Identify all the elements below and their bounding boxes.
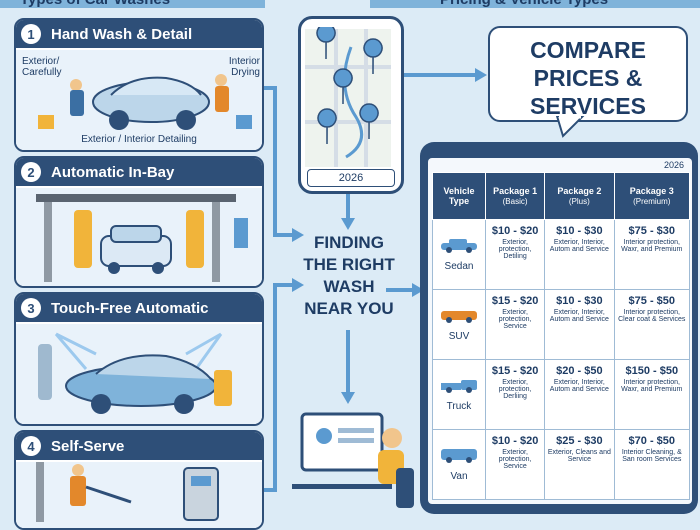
arrowhead-6 bbox=[412, 283, 424, 297]
compare-line-3: SERVICES bbox=[530, 93, 646, 119]
card-title: Self-Serve bbox=[51, 437, 125, 455]
card-illustration: Exterior/ Carefully Interior Drying Exte… bbox=[16, 50, 262, 150]
arrow-card4 bbox=[262, 283, 292, 492]
header-package-1: Package 1(Basic) bbox=[484, 172, 546, 220]
card-illustration bbox=[16, 324, 262, 424]
phone-year: 2026 bbox=[307, 169, 395, 187]
step-number: 1 bbox=[21, 24, 41, 44]
finding-line-4: NEAR YOU bbox=[304, 299, 394, 318]
compare-line-2: PRICES & bbox=[533, 65, 643, 91]
compare-callout: COMPARE PRICES & SERVICES bbox=[488, 26, 688, 122]
card-header: 4 Self-Serve bbox=[16, 432, 262, 460]
card-header: 2 Automatic In-Bay bbox=[16, 158, 262, 186]
flow-arrows bbox=[260, 68, 487, 492]
header-package-3: Package 3(Premium) bbox=[613, 172, 691, 220]
compare-line-1: COMPARE bbox=[530, 37, 646, 63]
card-touch-free: 3 Touch-Free Automatic bbox=[14, 292, 264, 426]
arrowhead-2 bbox=[292, 278, 304, 292]
arrowhead-4 bbox=[341, 392, 355, 404]
label-interior: Interior Drying bbox=[228, 56, 260, 78]
step-number: 2 bbox=[21, 162, 41, 182]
self-serve-wash-icon bbox=[36, 462, 219, 522]
card-self-serve: 4 Self-Serve bbox=[14, 430, 264, 530]
pricing-table: Vehicle Type Package 1(Basic) Package 2(… bbox=[432, 172, 691, 500]
header-vehicle: Vehicle Type bbox=[432, 172, 486, 220]
finding-text: FINDING THE RIGHT WASH NEAR YOU bbox=[290, 232, 408, 320]
header-strip-left bbox=[0, 0, 265, 8]
car-wash-people-icon bbox=[38, 74, 252, 130]
finding-line-3: WASH bbox=[323, 277, 375, 296]
tablet-year: 2026 bbox=[663, 160, 684, 170]
arrowhead-1 bbox=[292, 228, 304, 242]
header-title-right: Pricing & Vehicle Types bbox=[440, 0, 608, 8]
card-hand-wash: 1 Hand Wash & Detail Exterior/ Carefully… bbox=[14, 18, 264, 152]
callout-tail bbox=[555, 116, 585, 138]
card-header: 3 Touch-Free Automatic bbox=[16, 294, 262, 322]
finding-line-1: FINDING bbox=[314, 233, 384, 252]
header-package-2: Package 2(Plus) bbox=[544, 172, 615, 220]
header-strip-right bbox=[370, 0, 700, 8]
van-icon bbox=[441, 449, 477, 463]
compare-text: COMPARE PRICES & SERVICES bbox=[490, 36, 686, 120]
automatic-wash-icon bbox=[36, 194, 248, 282]
tablet-screen: 2026 Vehicle Type Package 1(Basic) Packa… bbox=[428, 158, 692, 504]
vehicle-name: SUV bbox=[448, 331, 470, 342]
map-pins-icon bbox=[305, 27, 391, 167]
card-title: Touch-Free Automatic bbox=[51, 299, 209, 317]
step-number: 4 bbox=[21, 436, 41, 456]
finding-line-2: THE RIGHT bbox=[303, 255, 395, 274]
phone-map: 2026 bbox=[298, 16, 404, 194]
card-title: Automatic In-Bay bbox=[51, 163, 175, 181]
arrowhead-5 bbox=[475, 68, 487, 82]
touch-free-wash-icon bbox=[38, 332, 232, 414]
vehicle-name: Sedan bbox=[444, 261, 474, 272]
vehicle-cell: SUV bbox=[432, 289, 486, 360]
sedan-icon bbox=[441, 239, 477, 253]
card-header: 1 Hand Wash & Detail bbox=[16, 20, 262, 48]
person-at-computer-icon bbox=[292, 412, 414, 508]
card-title: Hand Wash & Detail bbox=[51, 25, 193, 43]
caption-detailing: Exterior / Interior Detailing bbox=[81, 134, 197, 145]
table-header-row: Vehicle Type Package 1(Basic) Package 2(… bbox=[432, 172, 691, 220]
vehicle-cell: Sedan bbox=[432, 219, 486, 290]
vehicle-name: Van bbox=[450, 471, 468, 482]
arrow-card1 bbox=[260, 86, 292, 237]
step-number: 3 bbox=[21, 298, 41, 318]
label-exterior: Exterior/ Carefully bbox=[22, 56, 62, 78]
suv-icon bbox=[441, 311, 477, 323]
card-illustration bbox=[16, 462, 262, 528]
vehicle-name: Truck bbox=[446, 401, 472, 412]
arrowhead-3 bbox=[341, 218, 355, 230]
vehicle-cell: Van bbox=[432, 429, 486, 500]
card-automatic-in-bay: 2 Automatic In-Bay bbox=[14, 156, 264, 288]
truck-icon bbox=[441, 380, 477, 393]
header-title-left: Types of Car Washes bbox=[20, 0, 170, 8]
tablet-pricing: 2026 Vehicle Type Package 1(Basic) Packa… bbox=[420, 142, 698, 514]
vehicle-cell: Truck bbox=[432, 359, 486, 430]
card-illustration bbox=[16, 188, 262, 286]
